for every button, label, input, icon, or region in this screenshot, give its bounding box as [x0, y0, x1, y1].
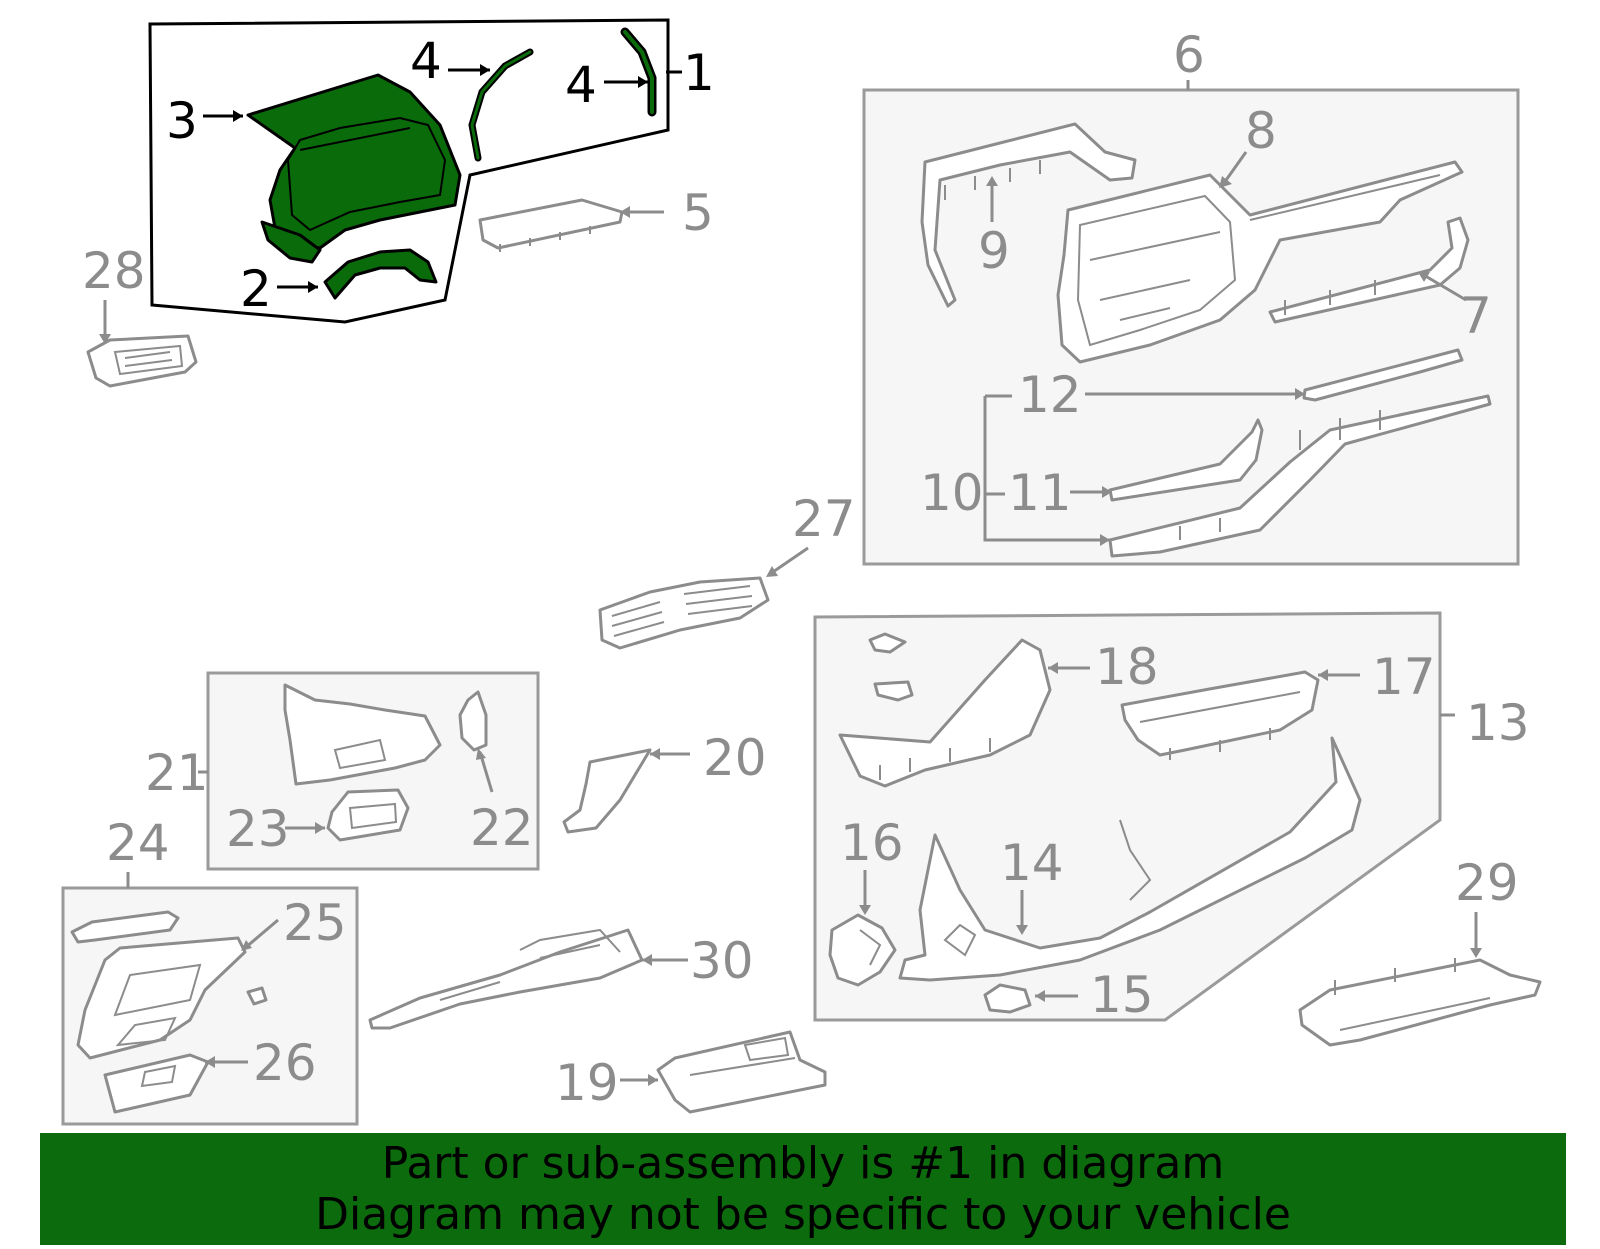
part-30-bracket[interactable]	[368, 928, 644, 1030]
part-3-cluster-bezel[interactable]	[246, 73, 462, 250]
callout-18: 18	[1095, 638, 1159, 696]
banner-line-2: Diagram may not be specific to your vehi…	[315, 1189, 1291, 1240]
callout-14: 14	[1000, 834, 1064, 892]
callout-11: 11	[1008, 464, 1072, 522]
part-12-bracket[interactable]	[1302, 348, 1464, 402]
part-29-panel[interactable]	[1298, 958, 1542, 1047]
part-22-bracket[interactable]	[458, 690, 488, 752]
callout-15: 15	[1090, 966, 1154, 1024]
callout-4a: 4	[410, 32, 442, 90]
group-1-assembly[interactable]	[148, 18, 670, 324]
info-banner: Part or sub-assembly is #1 in diagram Di…	[40, 1133, 1566, 1245]
callout-4b: 4	[565, 56, 597, 114]
callout-24: 24	[106, 814, 170, 872]
part-24-bracket[interactable]	[70, 910, 180, 944]
part-7-garnish[interactable]	[1268, 216, 1470, 324]
part-28-vent[interactable]	[86, 334, 198, 388]
part-8-instrument-panel[interactable]	[1056, 160, 1464, 364]
part-18-clip-a[interactable]	[868, 632, 907, 654]
callout-22: 22	[470, 799, 534, 857]
callout-26: 26	[253, 1034, 317, 1092]
part-10-reinforcement[interactable]	[1108, 394, 1492, 558]
part-15-clip[interactable]	[983, 983, 1032, 1014]
part-9-reinforcement[interactable]	[920, 122, 1137, 308]
callout-2: 2	[240, 260, 272, 318]
part-2-lower-cover[interactable]	[323, 248, 438, 300]
callout-7: 7	[1460, 287, 1492, 345]
callout-5: 5	[682, 184, 714, 242]
callout-29: 29	[1455, 854, 1519, 912]
part-17-panel[interactable]	[1120, 670, 1320, 757]
callout-3: 3	[166, 92, 198, 150]
callout-23: 23	[226, 800, 290, 858]
callout-17: 17	[1372, 648, 1436, 706]
part-16-bracket[interactable]	[828, 913, 897, 987]
part-21-lower-panel[interactable]	[283, 683, 442, 786]
callout-25: 25	[283, 894, 347, 952]
banner-line-1: Part or sub-assembly is #1 in diagram	[381, 1138, 1225, 1189]
part-25-bumper[interactable]	[246, 986, 268, 1006]
callout-20: 20	[703, 729, 767, 787]
callout-12: 12	[1018, 366, 1082, 424]
part-25-glove-box-door[interactable]	[76, 936, 247, 1060]
part-18-garnish[interactable]	[838, 638, 1052, 788]
callout-28: 28	[82, 242, 146, 300]
part-20-bracket[interactable]	[562, 748, 652, 834]
callout-10: 10	[920, 464, 984, 522]
callout-6: 6	[1173, 26, 1205, 84]
callout-8: 8	[1245, 102, 1277, 160]
part-11-trim[interactable]	[1108, 418, 1264, 502]
callout-30: 30	[690, 932, 754, 990]
callout-13: 13	[1466, 694, 1530, 752]
callout-19: 19	[555, 1054, 619, 1112]
part-27-vent[interactable]	[598, 576, 770, 650]
part-5-panel[interactable]	[478, 198, 624, 250]
callout-9: 9	[978, 222, 1010, 280]
callout-16: 16	[840, 814, 904, 872]
part-14-lower-panel[interactable]	[898, 736, 1362, 982]
part-19-console-panel[interactable]	[656, 1030, 827, 1114]
callout-1: 1	[683, 44, 715, 102]
part-23-switch[interactable]	[326, 788, 410, 842]
callout-27: 27	[792, 490, 856, 548]
part-18-clip-b[interactable]	[873, 680, 914, 702]
